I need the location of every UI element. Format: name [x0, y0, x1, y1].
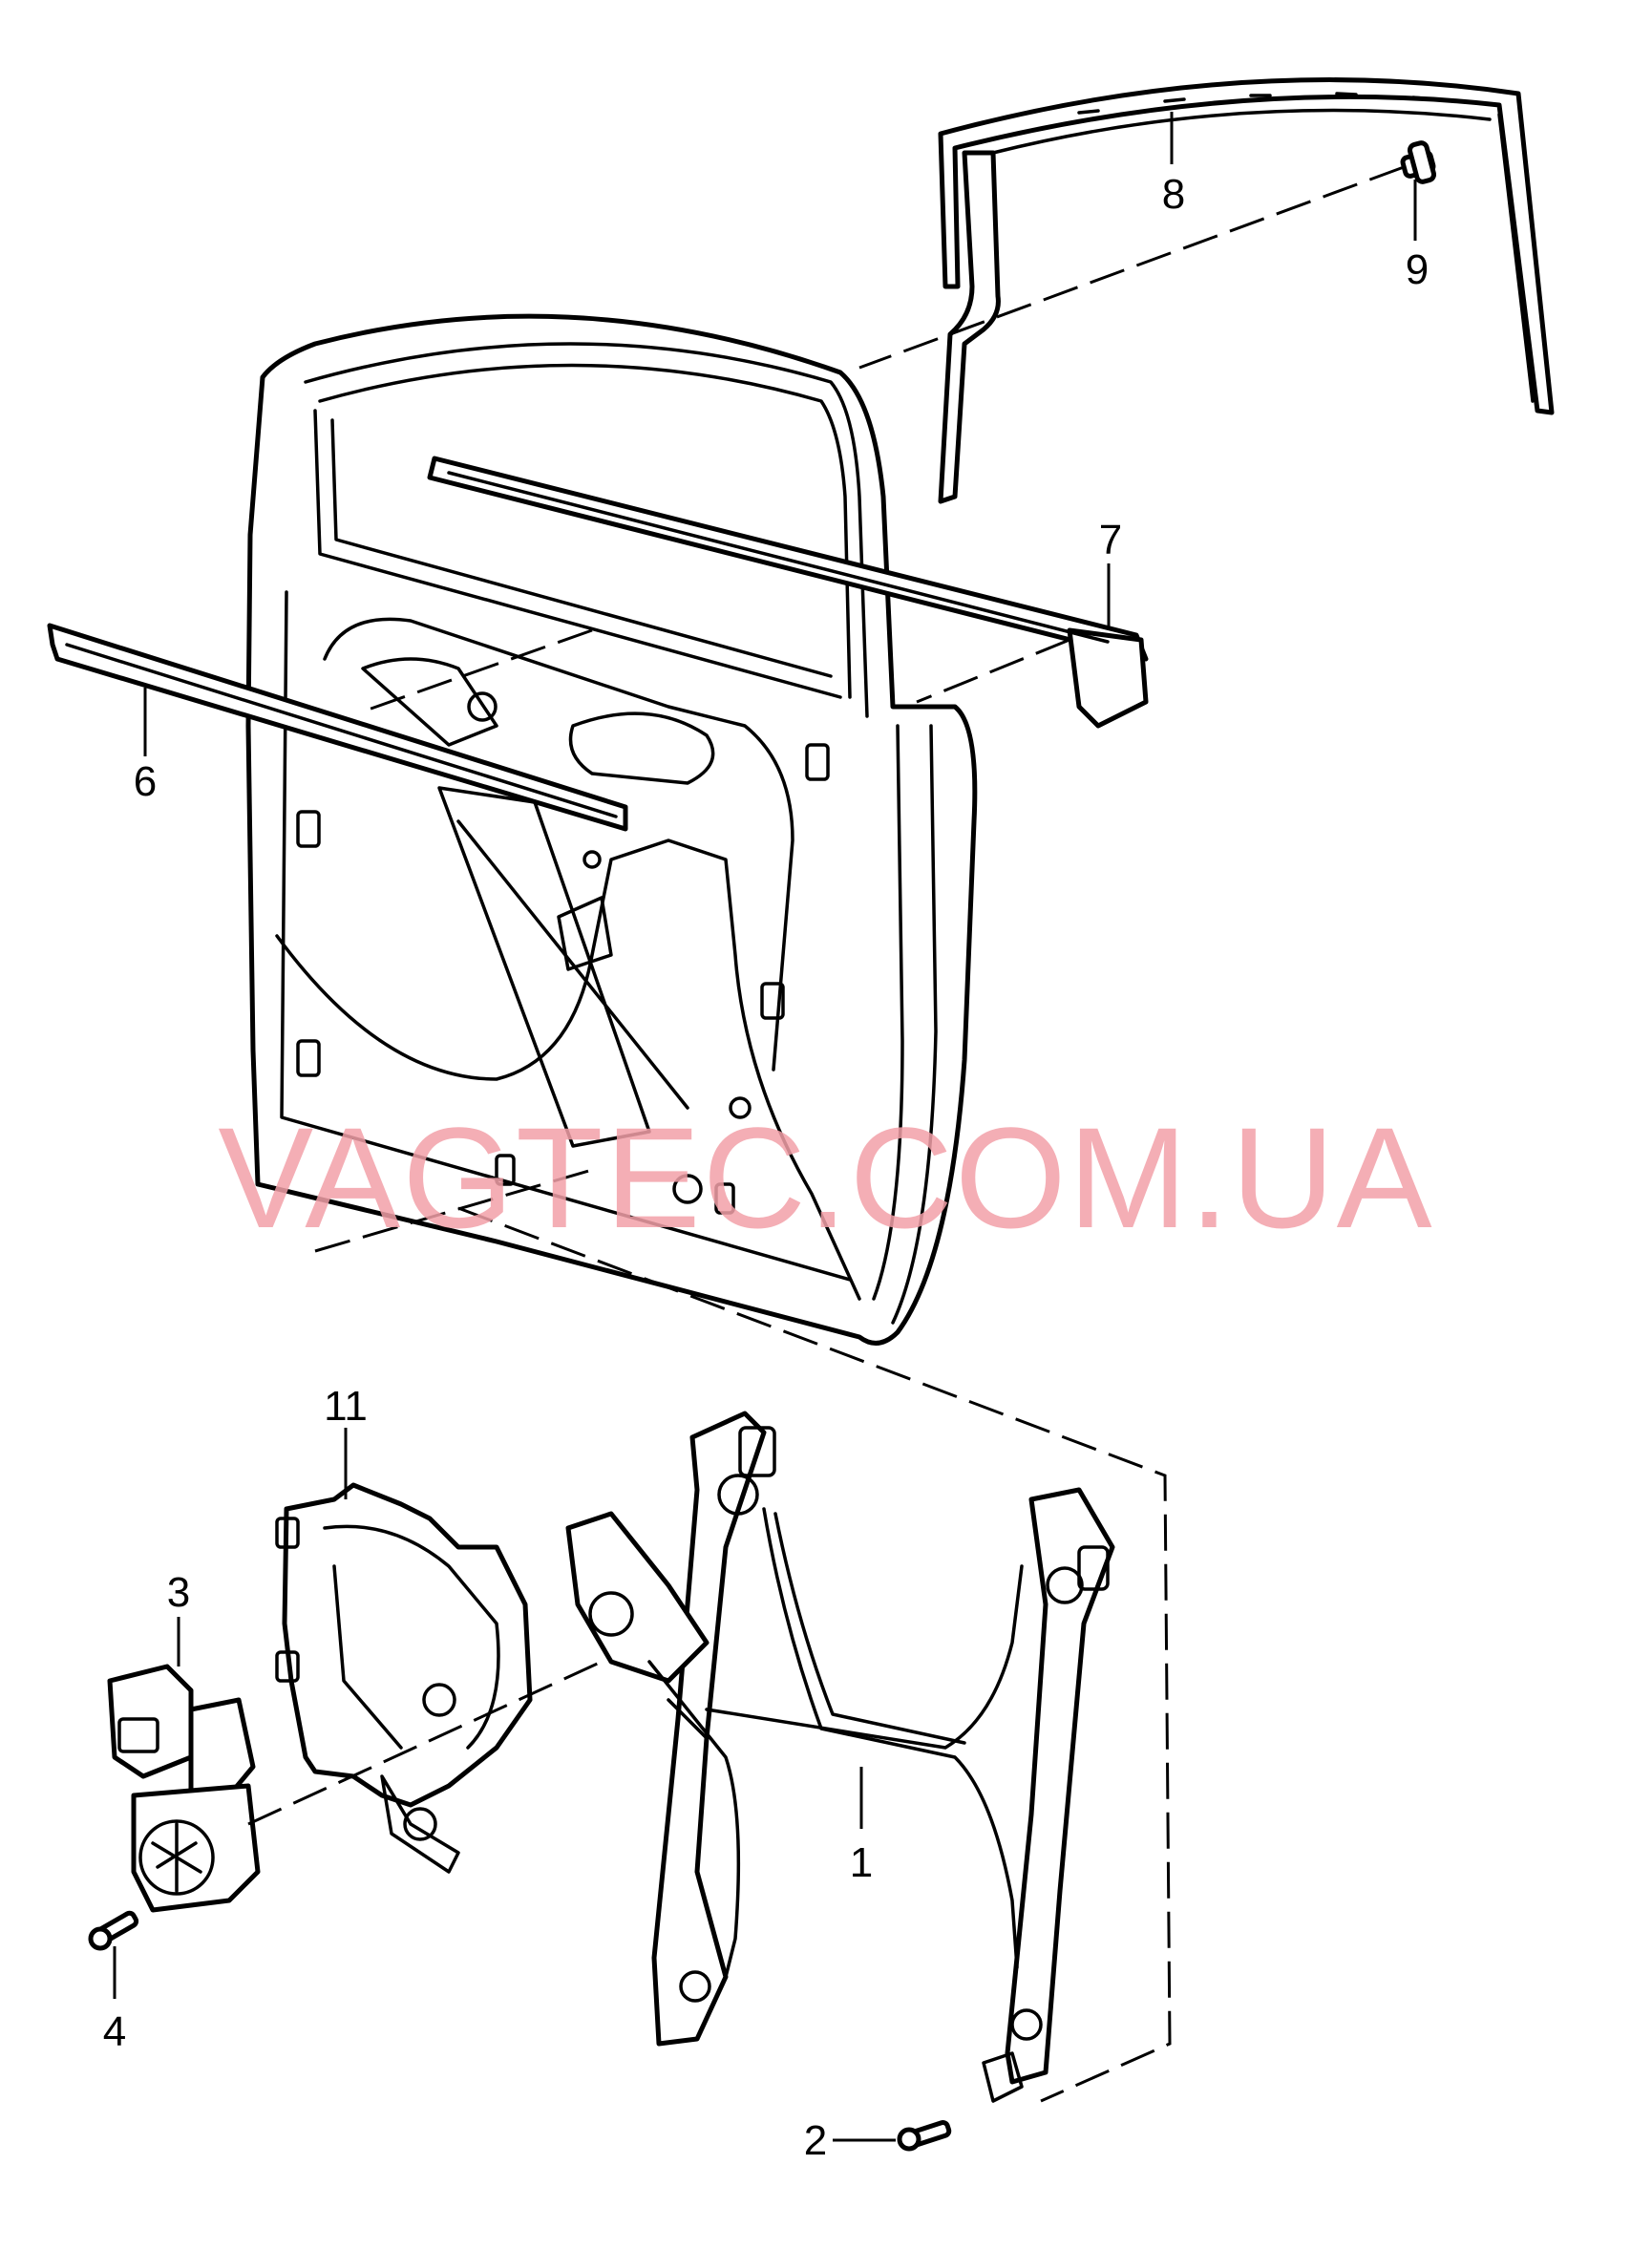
callout-8: 8: [1162, 171, 1185, 218]
callout-9: 9: [1406, 246, 1429, 293]
part-3-window-motor: [107, 1664, 261, 1913]
part-4-screw: [88, 1910, 139, 1951]
part-9-screw: [1400, 140, 1437, 184]
assembly-dash-lines: [247, 165, 1405, 2103]
part-2-screw: [897, 2120, 952, 2152]
part-11-carrier-plate: [275, 1482, 533, 1874]
part-6-outer-window-seal: [47, 623, 628, 832]
watermark-text: VAGTEC.COM.UA: [218, 1097, 1433, 1258]
part-7-inner-window-seal: [427, 456, 1149, 729]
door-shell: [245, 313, 978, 1346]
callout-labels: 1 2 3 4 6 7 8 9 11: [103, 171, 1429, 2164]
callout-6: 6: [134, 758, 157, 805]
leader-lines: [113, 112, 1417, 2142]
callout-2: 2: [804, 2117, 827, 2164]
callout-11: 11: [324, 1383, 368, 1430]
callout-1: 1: [850, 1839, 873, 1886]
part-8-window-frame-trim: [938, 77, 1555, 504]
callout-3: 3: [167, 1569, 190, 1616]
callout-7: 7: [1099, 517, 1122, 563]
callout-4: 4: [103, 2008, 126, 2055]
part-1-window-regulator: [565, 1411, 1115, 2103]
